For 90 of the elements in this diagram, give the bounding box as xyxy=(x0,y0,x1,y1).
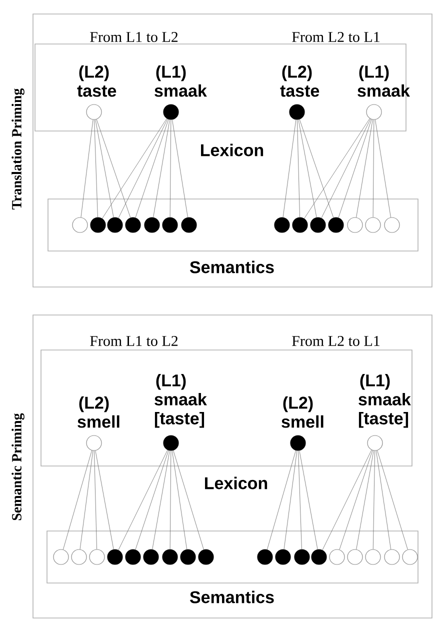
connection-line xyxy=(298,119,317,218)
connection-line xyxy=(299,450,318,550)
connection-line xyxy=(297,120,300,218)
connection-line xyxy=(375,120,391,218)
empty-unit xyxy=(402,549,418,565)
connection-line xyxy=(298,450,302,550)
layer-label: Semantics xyxy=(190,590,274,604)
connection-line xyxy=(356,450,374,550)
empty-unit xyxy=(384,217,400,233)
empty-unit xyxy=(53,549,69,565)
word-label: (L1) smaak [taste] xyxy=(154,374,207,428)
filled-unit xyxy=(257,549,273,565)
direction-heading: From L1 to L2 xyxy=(90,336,178,346)
connection-line xyxy=(173,450,204,550)
connection-line xyxy=(94,450,97,550)
connection-line xyxy=(95,450,114,550)
filled-unit xyxy=(292,217,308,233)
filled-unit xyxy=(107,549,123,565)
connection-line xyxy=(172,450,188,550)
connection-line xyxy=(153,120,170,218)
empty-unit xyxy=(365,217,381,233)
connection-line xyxy=(322,450,372,550)
connection-line xyxy=(372,120,374,218)
filled-unit xyxy=(143,549,159,565)
filled-unit xyxy=(328,217,344,233)
filled-unit xyxy=(107,217,123,233)
connection-line xyxy=(118,450,168,550)
connection-line xyxy=(95,119,114,218)
empty-unit xyxy=(89,549,105,565)
empty-unit xyxy=(329,549,345,565)
word-label: (L1) smaak xyxy=(154,65,207,97)
connection-line xyxy=(172,120,188,218)
connection-line xyxy=(339,450,373,550)
word-label: (L2) smell xyxy=(78,396,120,428)
filled-unit xyxy=(180,549,196,565)
direction-heading: From L2 to L1 xyxy=(292,336,380,346)
word-label: (L1) smaak [taste] xyxy=(358,374,411,428)
connection-line xyxy=(304,118,370,219)
connection-line xyxy=(338,119,372,218)
connection-line xyxy=(284,450,298,550)
connection-line xyxy=(94,120,98,218)
word-label: (L2) smell xyxy=(282,396,324,428)
connection-line xyxy=(299,119,334,218)
connection-line xyxy=(321,118,371,218)
connection-line xyxy=(135,119,169,218)
layer-label: Lexicon xyxy=(201,144,264,156)
layer-label: Lexicon xyxy=(205,476,268,490)
connection-line xyxy=(170,120,172,218)
connection-line xyxy=(377,450,408,550)
panel-title: Semantic Priming xyxy=(12,413,24,520)
filled-unit xyxy=(144,217,160,233)
empty-unit xyxy=(347,217,363,233)
connection-line xyxy=(96,119,131,218)
empty-unit xyxy=(365,549,381,565)
filled-unit xyxy=(181,217,197,233)
connection-line xyxy=(376,450,392,550)
connection-line xyxy=(282,120,296,218)
filled-unit xyxy=(311,549,327,565)
filled-unit xyxy=(125,217,141,233)
connection-line xyxy=(152,450,170,550)
filled-unit xyxy=(162,549,178,565)
filled-unit xyxy=(294,549,310,565)
filled-unit xyxy=(274,217,290,233)
direction-heading: From L2 to L1 xyxy=(292,32,380,42)
empty-unit xyxy=(347,549,363,565)
connection-line xyxy=(80,450,94,550)
filled-unit xyxy=(90,217,106,233)
empty-unit xyxy=(72,217,88,233)
panel-title: Translation Priming xyxy=(12,88,24,210)
connection-line xyxy=(266,450,296,550)
filled-unit xyxy=(162,217,178,233)
connection-line xyxy=(62,450,92,550)
direction-heading: From L1 to L2 xyxy=(90,32,178,42)
connection-line xyxy=(372,450,376,550)
connection-line xyxy=(135,450,169,550)
filled-unit xyxy=(125,549,141,565)
word-label: (L2) taste xyxy=(280,65,320,97)
empty-unit xyxy=(384,549,400,565)
connection-line xyxy=(356,120,373,218)
empty-unit xyxy=(71,549,87,565)
connection-line xyxy=(102,118,167,219)
connection-line xyxy=(170,450,172,550)
layer-label: Semantics xyxy=(190,260,274,274)
filled-unit xyxy=(198,549,214,565)
connection-line xyxy=(80,120,94,218)
word-label: (L1) smaak xyxy=(358,65,410,97)
word-label: (L2) taste xyxy=(77,65,116,97)
filled-unit xyxy=(310,217,326,233)
connection-line xyxy=(118,118,168,218)
filled-unit xyxy=(275,549,291,565)
